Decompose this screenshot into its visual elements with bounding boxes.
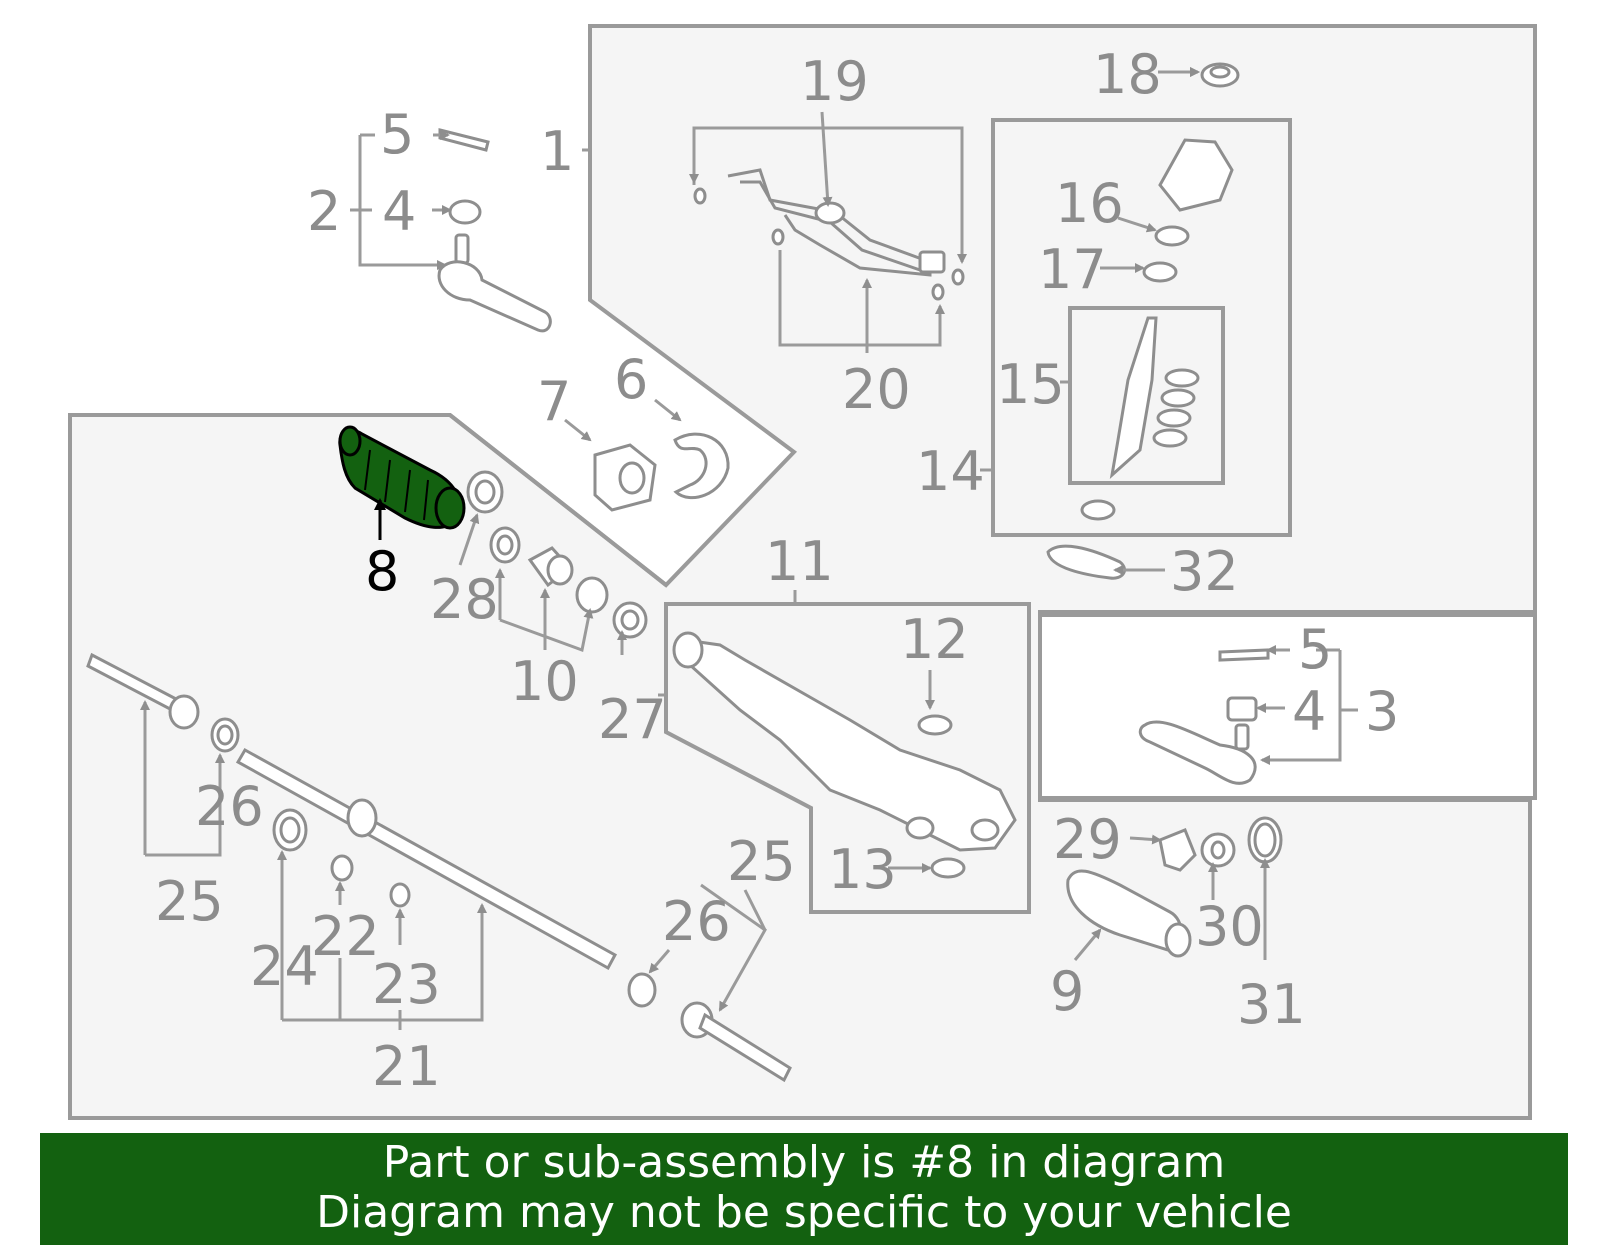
callout-4-right: 4 bbox=[1292, 680, 1326, 743]
callout-26-right: 26 bbox=[662, 890, 731, 953]
part-8-boot-highlight[interactable] bbox=[338, 425, 466, 530]
callout-8: 8 bbox=[365, 540, 399, 603]
callout-11: 11 bbox=[765, 530, 834, 593]
leader-lines bbox=[140, 67, 1358, 1030]
callout-6: 6 bbox=[614, 348, 648, 411]
callout-3: 3 bbox=[1365, 680, 1399, 743]
callout-31: 31 bbox=[1237, 973, 1306, 1036]
callout-18: 18 bbox=[1093, 43, 1162, 106]
callout-2: 2 bbox=[307, 180, 341, 243]
tie-rod-end-right-illustration bbox=[1138, 648, 1270, 785]
callout-4-left: 4 bbox=[382, 180, 416, 243]
rack-housing-illustration bbox=[672, 631, 1017, 879]
bushings-illustration bbox=[466, 470, 648, 639]
callout-21: 21 bbox=[372, 1035, 441, 1098]
info-banner: Part or sub-assembly is #8 in diagram Di… bbox=[40, 1133, 1568, 1245]
pressure-line-illustration bbox=[693, 168, 965, 301]
callout-17: 17 bbox=[1038, 238, 1107, 301]
callout-5-right: 5 bbox=[1298, 618, 1332, 681]
brackets-illustration bbox=[593, 432, 730, 512]
callout-29: 29 bbox=[1053, 808, 1122, 871]
tie-rod-end-right-panel bbox=[1038, 613, 1537, 800]
banner-line-2: Diagram may not be specific to your vehi… bbox=[316, 1187, 1292, 1238]
callout-30: 30 bbox=[1195, 895, 1264, 958]
banner-line-1: Part or sub-assembly is #8 in diagram bbox=[382, 1137, 1226, 1188]
boot-right-illustration bbox=[1066, 816, 1283, 958]
callout-14: 14 bbox=[916, 440, 985, 503]
lower-left-panel bbox=[70, 413, 668, 587]
rack-and-tie-rods-illustration bbox=[86, 652, 792, 1083]
callout-5-left: 5 bbox=[380, 103, 414, 166]
inner-box-11 bbox=[664, 602, 1031, 914]
callout-12: 12 bbox=[900, 608, 969, 671]
callout-1: 1 bbox=[540, 120, 574, 183]
callout-22: 22 bbox=[311, 905, 380, 968]
callout-26-left: 26 bbox=[195, 775, 264, 838]
callout-27: 27 bbox=[598, 688, 667, 751]
callout-32: 32 bbox=[1170, 540, 1239, 603]
callout-19: 19 bbox=[800, 50, 869, 113]
tie-rod-end-left-illustration bbox=[437, 128, 552, 333]
control-valve-illustration bbox=[1109, 316, 1200, 479]
inner-box-14 bbox=[991, 118, 1292, 537]
callout-10: 10 bbox=[510, 650, 579, 713]
callout-20: 20 bbox=[842, 358, 911, 421]
callout-9: 9 bbox=[1050, 960, 1084, 1023]
seal-rings-illustration bbox=[1080, 62, 1240, 521]
callout-15: 15 bbox=[996, 353, 1065, 416]
callout-24: 24 bbox=[250, 935, 319, 998]
callout-25-right: 25 bbox=[727, 830, 796, 893]
callout-23: 23 bbox=[372, 953, 441, 1016]
callout-25-left: 25 bbox=[155, 870, 224, 933]
callout-28: 28 bbox=[430, 568, 499, 631]
inner-box-15 bbox=[1068, 306, 1225, 485]
callout-13: 13 bbox=[828, 838, 897, 901]
callout-16: 16 bbox=[1055, 172, 1124, 235]
callout-7: 7 bbox=[537, 370, 571, 433]
plate-illustration bbox=[1046, 544, 1126, 580]
callout-labels: 1 2 5 4 19 18 16 17 15 14 20 32 6 7 8 28… bbox=[155, 43, 1399, 1098]
